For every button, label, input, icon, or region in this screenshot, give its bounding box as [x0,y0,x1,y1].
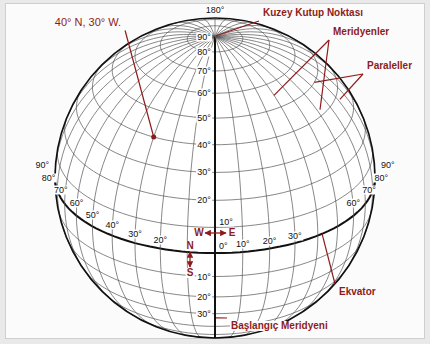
latitude-number: 20° [196,292,212,301]
callout-label: Başlangıç Meridyeni [230,321,329,331]
callout-label: Paraleller [366,61,413,71]
location-dot [151,135,156,140]
longitude-number: 60° [346,199,362,208]
leader-line [320,40,329,110]
latitude-number: 30° [196,309,212,318]
latitude-number: 80° [196,47,212,56]
meridian-line [215,37,295,332]
leader-line [314,74,363,82]
latitude-number: 40° [196,140,212,149]
direction-arrow [205,232,226,233]
meridian-line [187,37,215,338]
meridian-line [215,37,365,271]
meridian-line [215,37,318,326]
meridian-line [92,37,215,316]
latitude-number: 20° [196,196,212,205]
leader-line [340,74,363,99]
meridian-line [57,37,215,234]
callout-label: Ekvator [338,287,377,297]
meridian-line [76,37,215,301]
meridian-line [215,18,216,37]
leader-line [274,40,329,95]
latitude-number: 10° [196,272,212,281]
latitude-number: 70° [196,66,212,75]
meridian-line [215,37,270,336]
leader-line [125,31,154,138]
longitude-number: 80° [374,173,390,182]
longitude-number: 70° [53,186,69,195]
callout-label: Meridyenler [332,27,390,37]
meridian-number: 180° [205,6,226,15]
longitude-number: 90° [34,160,50,169]
meridian-line [215,37,375,178]
meridian-line [215,36,362,115]
longitude-number: 20° [153,236,169,245]
longitude-number: 30° [287,231,303,240]
latitude-number: 50° [196,114,212,123]
callout-label: Kuzey Kutup Noktası [262,8,364,18]
meridian-line [160,37,215,336]
latitude-number: 10° [218,218,234,227]
coordinate-callout: 40° N, 30° W. [54,17,122,28]
meridian-line [215,34,341,79]
meridian-line [215,29,292,38]
meridian-line [215,37,338,316]
longitude-number: 90° [380,160,396,169]
latitude-number: 30° [196,168,212,177]
globe-outline [55,18,375,338]
direction-letter: N [185,241,194,251]
longitude-number: 70° [361,186,377,195]
leader-line [322,234,335,284]
longitude-number: 20° [262,237,278,246]
latitude-number: 90° [196,32,212,41]
meridian-line [55,37,215,178]
direction-letter: W [193,228,204,238]
longitude-number: 30° [127,229,143,238]
direction-arrow [189,252,190,267]
leader-line [216,21,259,36]
leader-line [216,317,227,318]
longitude-number: 60° [69,199,85,208]
latitude-number: 60° [196,89,212,98]
globe-disc [55,18,375,338]
meridian-line [112,37,215,326]
direction-letter: S [186,268,195,278]
longitude-number: 50° [85,210,101,219]
longitude-number: 40° [104,221,120,230]
meridian-line [215,37,373,234]
direction-letter: E [228,228,237,238]
longitude-number: 80° [41,173,57,182]
meridian-line [215,37,354,301]
longitude-number: 0° [218,241,229,250]
longitude-number: 10° [235,240,251,249]
prime-meridian-line [214,37,216,338]
